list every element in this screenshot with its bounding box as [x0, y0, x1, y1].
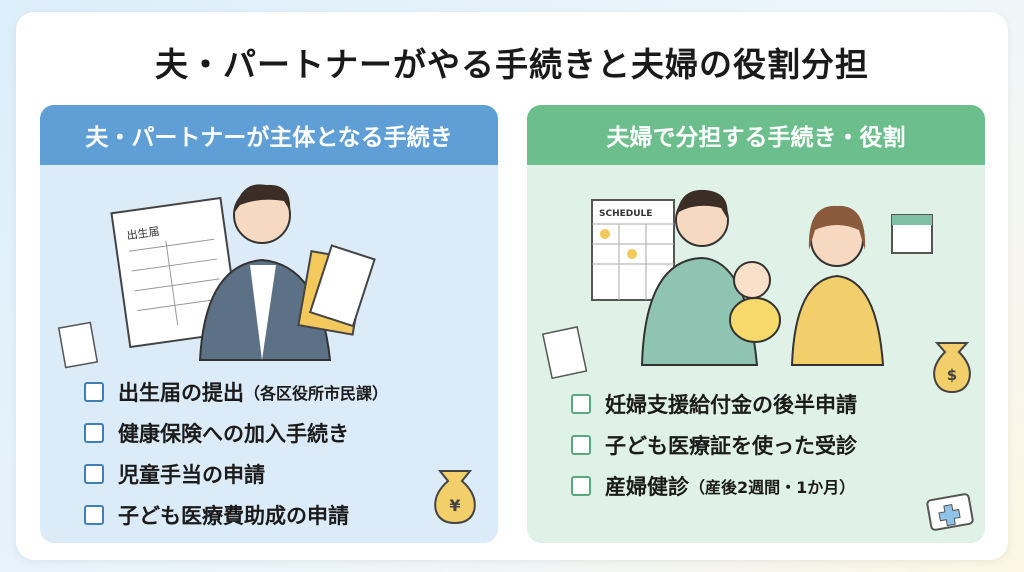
shared-roles-panel: 夫婦で分担する手続き・役割 SCHEDULE $ 妊婦支援給付金の後半申請 子ど… [527, 105, 985, 543]
checkbox[interactable] [84, 463, 104, 484]
checkbox[interactable] [84, 381, 104, 402]
dollar-money-bag-icon: $ [933, 342, 971, 394]
checklist-item[interactable]: 産婦健診（産後2週間・1か月） [571, 465, 857, 506]
svg-text:出生届: 出生届 [126, 224, 161, 242]
checklist-item[interactable]: 妊婦支援給付金の後半申請 [571, 383, 857, 424]
checkbox[interactable] [84, 422, 104, 443]
checkbox[interactable] [84, 504, 104, 525]
checkbox[interactable] [571, 393, 591, 414]
document-pen-icon [541, 326, 588, 380]
family-with-baby-illustration: SCHEDULE [541, 189, 933, 380]
checkbox[interactable] [571, 434, 591, 455]
husband-procedures-panel: 夫・パートナーが主体となる手続き 出生届 出生届の提出（各区役所市民課） 健康保… [40, 105, 498, 543]
checkbox[interactable] [571, 475, 591, 496]
svg-text:SCHEDULE: SCHEDULE [599, 209, 652, 219]
husband-with-documents-illustration: 出生届 [57, 184, 376, 369]
checklist: 妊婦支援給付金の後半申請 子ども医療証を使った受診 産婦健診（産後2週間・1か月… [571, 383, 857, 506]
page-title: 夫・パートナーがやる手続きと夫婦の役割分担 [155, 45, 869, 84]
desk-calendar-icon [891, 214, 933, 254]
checklist-item[interactable]: 健康保険への加入手続き [84, 412, 388, 453]
checklist-item[interactable]: 子ども医療費助成の申請 [84, 494, 388, 535]
panel-header: 夫・パートナーが主体となる手続き [40, 105, 498, 165]
checklist-item[interactable]: 出生届の提出（各区役所市民課） [84, 371, 388, 412]
checklist-item[interactable]: 子ども医療証を使った受診 [571, 424, 857, 465]
svg-text:¥: ¥ [449, 496, 460, 515]
papers-icon [57, 321, 99, 369]
checklist-item[interactable]: 児童手当の申請 [84, 453, 388, 494]
checklist: 出生届の提出（各区役所市民課） 健康保険への加入手続き 児童手当の申請 子ども医… [84, 371, 388, 535]
panel-header: 夫婦で分担する手続き・役割 [527, 105, 985, 165]
yen-money-bag-icon: ¥ [434, 470, 476, 525]
svg-text:$: $ [947, 366, 957, 384]
first-aid-kit-icon [926, 493, 974, 531]
